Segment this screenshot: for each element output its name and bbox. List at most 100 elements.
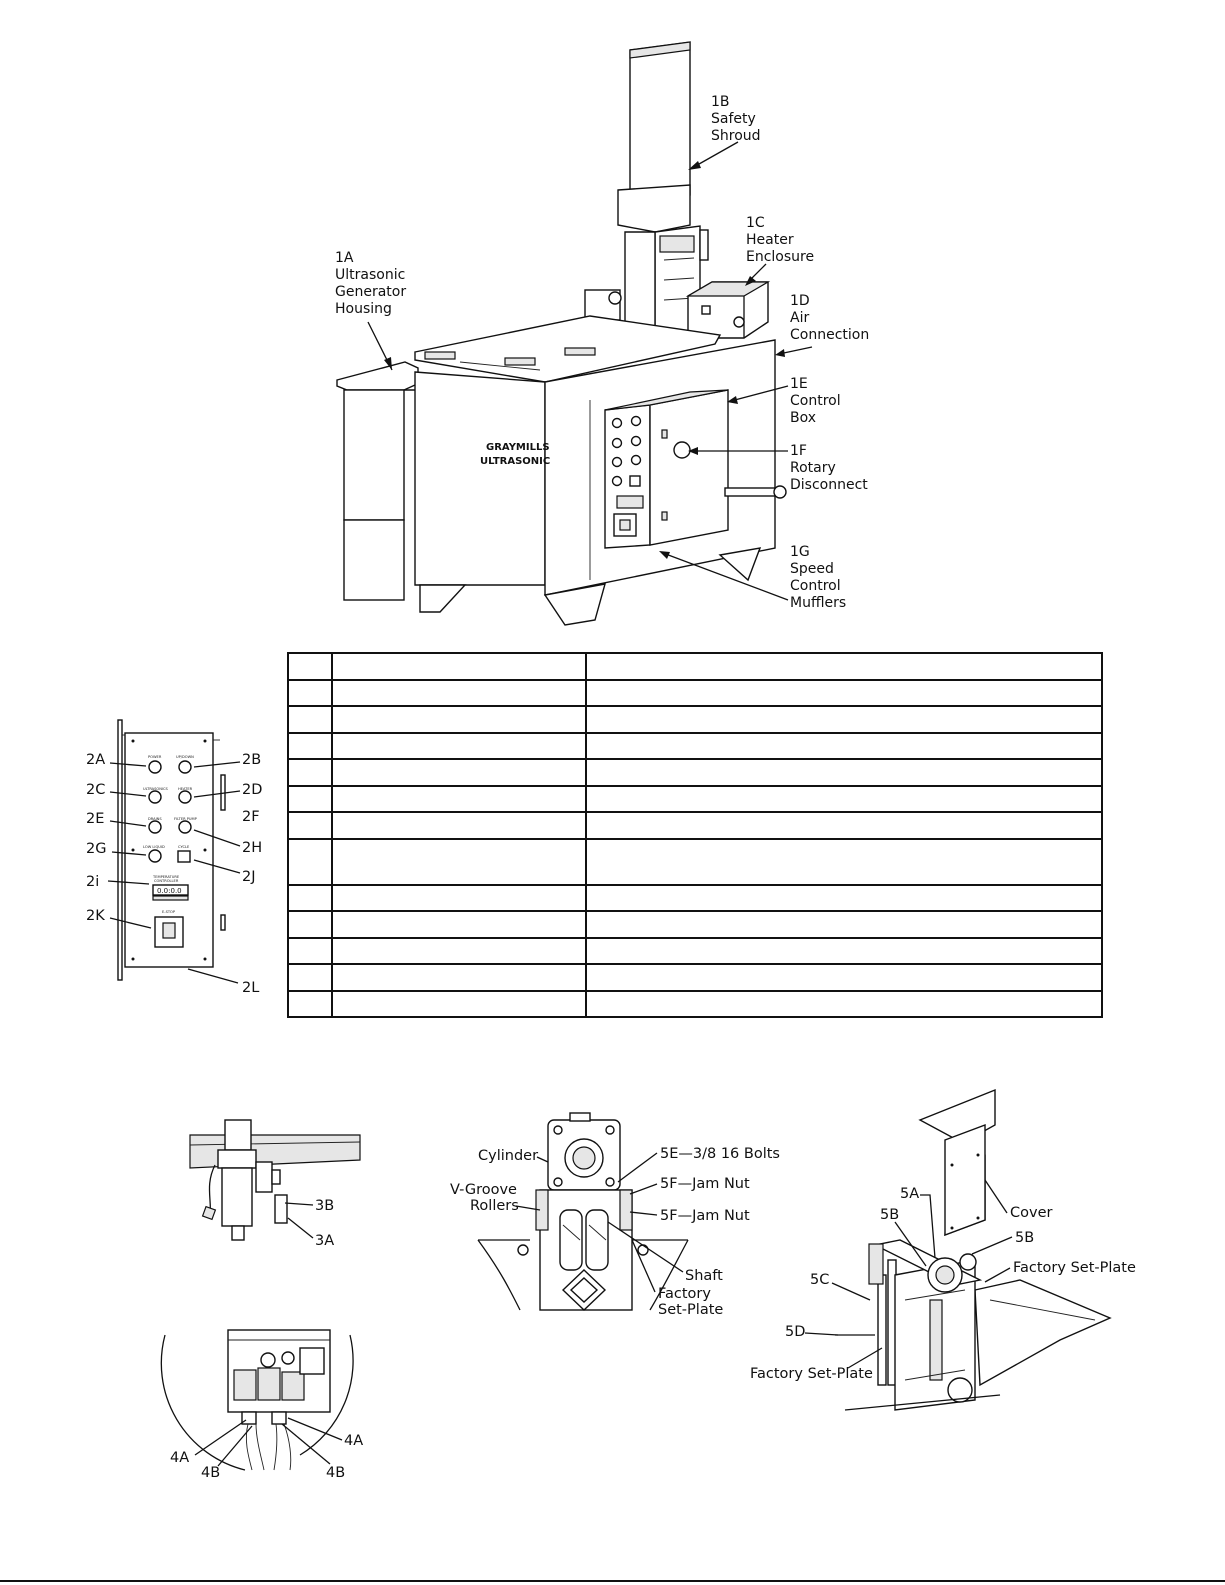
heater-switch	[178, 790, 192, 804]
table-cell	[287, 705, 333, 734]
regulator-drawing	[189, 1119, 361, 1241]
callout-cover: Cover	[1010, 1205, 1052, 1221]
generator-housing	[336, 361, 419, 601]
callout-2G: 2G	[86, 841, 106, 857]
table-cell	[287, 811, 333, 840]
panel-callouts: 2A 2B 2C 2D 2E 2F 2G 2H 2i 2J 2K 2L	[86, 752, 262, 996]
table-cell	[287, 936, 333, 965]
drains-label: DRAINS	[148, 817, 162, 821]
callout-5C: 5C	[810, 1272, 829, 1288]
callout-5F-jam-nut-lower: 5F—Jam Nut	[660, 1208, 750, 1224]
table-row	[287, 837, 1103, 886]
page-bottom-rule	[0, 1580, 1225, 1582]
callout-5B-right: 5B	[1015, 1230, 1034, 1246]
temp-display-value: 0.0:0.0	[157, 887, 182, 895]
power-label: POWER	[148, 755, 162, 759]
temp-controller-label-1: TEMPERATURE	[152, 875, 180, 879]
table-cell	[287, 784, 333, 813]
callout-2L: 2L	[242, 980, 259, 996]
callout-2K: 2K	[86, 908, 105, 924]
callout-2C: 2C	[86, 782, 105, 798]
table-row	[287, 910, 1103, 939]
callout-factory-set-plate-2: Set-Plate	[658, 1302, 723, 1318]
callout-3B: 3B	[315, 1198, 334, 1214]
cylinder-drawing	[477, 1112, 689, 1311]
callout-2F: 2F	[242, 809, 260, 825]
callout-4B-right: 4B	[326, 1465, 345, 1481]
callout-2E: 2E	[86, 811, 104, 827]
table-cell	[331, 678, 587, 707]
low-liquid-label: LOW LIQUID	[143, 845, 165, 849]
table-cell	[331, 883, 587, 912]
machine-brand-line1: GRAYMILLS	[486, 442, 550, 453]
parts-table	[287, 652, 1103, 1018]
lift-callouts: 5A 5B 5B Cover Factory Set-Plate 5C 5D F…	[750, 1179, 1136, 1382]
callout-5E-bolts: 5E—3/8 16 Bolts	[660, 1146, 780, 1162]
table-cell	[287, 910, 333, 939]
cycle-timer	[177, 850, 191, 863]
table-row	[287, 989, 1103, 1018]
cylinder-callouts: Cylinder 5E—3/8 16 Bolts V-Groove Roller…	[450, 1146, 780, 1318]
filter-pump-label: FILTER PUMP	[174, 817, 198, 821]
temp-controller-label-2: CONTROLLER	[154, 879, 179, 883]
callout-3A: 3A	[315, 1233, 334, 1249]
temp-display	[152, 884, 189, 896]
valve-drawing	[160, 1329, 354, 1471]
table-cell	[585, 705, 1103, 734]
low-liquid-light	[148, 849, 162, 863]
callout-2D: 2D	[242, 782, 262, 798]
table-cell	[585, 989, 1103, 1018]
callout-2J: 2J	[242, 869, 256, 885]
callout-2H: 2H	[242, 840, 262, 856]
parts-table-body	[287, 652, 1103, 1018]
callout-cylinder: Cylinder	[478, 1148, 538, 1164]
panel-controls: POWER UP/DOWN ULTRASONICS HEATER DRAINS …	[143, 755, 198, 948]
callout-2A: 2A	[86, 752, 105, 768]
callout-factory-set-plate-right: Factory Set-Plate	[1013, 1260, 1136, 1276]
table-cell	[331, 837, 587, 886]
table-cell	[585, 837, 1103, 886]
ultrasonics-label: ULTRASONICS	[143, 787, 169, 791]
callout-2B: 2B	[242, 752, 261, 768]
power-switch	[148, 760, 162, 774]
e-stop-label: E-STOP	[162, 910, 176, 914]
table-row	[287, 652, 1103, 681]
table-cell	[585, 652, 1103, 681]
callout-factory-set-plate-1: Factory	[658, 1286, 711, 1302]
callout-2i: 2i	[86, 874, 99, 890]
cycle-label: CYCLE	[178, 845, 190, 849]
table-cell	[331, 910, 587, 939]
callout-v-groove-1: V-Groove	[450, 1182, 517, 1198]
callout-4A-right: 4A	[344, 1433, 363, 1449]
control-box	[604, 389, 787, 549]
callout-4B-left: 4B	[201, 1465, 220, 1481]
heater-label: HEATER	[178, 787, 193, 791]
filter-pump-switch	[178, 820, 192, 834]
callout-4A-left: 4A	[170, 1450, 189, 1466]
up-down-label: UP/DOWN	[176, 755, 194, 759]
table-cell	[287, 837, 333, 886]
callout-5F-jam-nut-upper: 5F—Jam Nut	[660, 1176, 750, 1192]
callout-5D: 5D	[785, 1324, 805, 1340]
callout-factory-set-plate-left: Factory Set-Plate	[750, 1366, 873, 1382]
callout-5A: 5A	[900, 1186, 919, 1202]
callout-shaft: Shaft	[685, 1268, 723, 1284]
